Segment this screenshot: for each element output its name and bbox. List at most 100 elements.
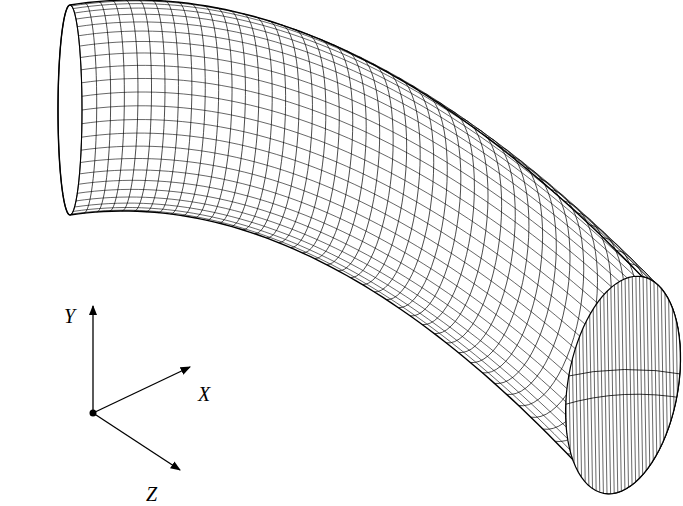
cap-curve (563, 394, 683, 405)
hatch-line (585, 260, 589, 506)
cross-section-ring (362, 70, 406, 285)
longitudinal-line (80, 41, 678, 326)
hatch-line (614, 260, 618, 506)
cross-section-ring (207, 8, 232, 220)
hatch-line (589, 260, 593, 506)
longitudinal-line (76, 14, 667, 296)
cross-section-ring (338, 57, 379, 271)
cross-section-ring (122, 0, 138, 211)
cross-section-ring (183, 4, 206, 216)
hatch-line (564, 260, 568, 506)
hatch-line (574, 260, 578, 506)
wireframe-tube (58, 0, 683, 506)
cross-section-ring (386, 85, 434, 300)
hatch-line (654, 260, 658, 506)
axis-origin (90, 410, 97, 417)
axis-label: X (198, 384, 210, 404)
hatch-line (661, 260, 665, 506)
hatch-line (571, 260, 575, 506)
cross-section-ring (410, 101, 461, 316)
hatch-line (582, 260, 586, 506)
cross-section-ring (446, 127, 501, 342)
cross-section-ring (231, 13, 259, 226)
hatch-line (650, 260, 654, 506)
cross-section-ring (171, 2, 192, 214)
hatch-line (682, 260, 683, 506)
cross-section-ring (350, 63, 393, 277)
cross-section-ring (84, 3, 97, 213)
cross-section-ring (243, 17, 273, 230)
longitudinal-line (73, 4, 655, 283)
longitudinal-line (77, 22, 671, 305)
axis-triad (90, 306, 191, 470)
hatch-line (675, 260, 679, 506)
tube-body (58, 0, 680, 494)
cross-section-ring (97, 1, 111, 212)
cross-section-ring (134, 0, 151, 211)
hatch-line (610, 260, 614, 506)
cross-section-ring (458, 137, 515, 353)
cross-section-ring (279, 29, 313, 243)
hatch-line (621, 260, 625, 506)
hatch-line (639, 260, 643, 506)
hatch-line (578, 260, 582, 506)
cross-section-ring (302, 39, 339, 253)
hatch-line (603, 260, 607, 506)
hatch-line (636, 260, 640, 506)
cross-section-ring (422, 109, 474, 324)
axis-label: Z (146, 484, 157, 504)
longitudinal-line (75, 203, 626, 489)
hatch-line (607, 260, 611, 506)
cross-section-ring (495, 168, 557, 384)
cross-section-ring (374, 77, 420, 292)
hatch-line (618, 260, 622, 506)
hatch-line (664, 260, 668, 506)
hatch-line (600, 260, 604, 506)
hatch-line (668, 260, 672, 506)
hatch-line (643, 260, 647, 506)
longitudinal-line (78, 31, 674, 315)
cross-section-ring (398, 93, 447, 308)
hatch-line (560, 260, 564, 506)
cross-section-ring (267, 25, 299, 238)
cross-section-ring (109, 1, 124, 212)
hatch-line (632, 260, 636, 506)
x-axis (93, 367, 190, 413)
z-axis (93, 413, 180, 470)
cross-section-ring (482, 157, 542, 373)
hatch-line (679, 260, 683, 506)
cross-section-ring (434, 118, 488, 333)
cap-curve (563, 369, 683, 377)
hatch-line (567, 260, 571, 506)
left-end-outline (58, 5, 82, 215)
hatch-line (646, 260, 650, 506)
longitudinal-line (77, 189, 641, 476)
hatch-line (592, 260, 596, 506)
cross-section-ring (219, 10, 246, 223)
cross-section-ring (255, 21, 286, 234)
cross-section-ring (470, 147, 529, 363)
cross-section-ring (158, 1, 178, 213)
hatch-line (657, 260, 661, 506)
longitudinal-line (72, 1, 649, 279)
cross-section-ring (507, 178, 570, 394)
hatch-line (625, 260, 629, 506)
axis-label: Y (64, 306, 75, 326)
longitudinal-line (81, 65, 680, 352)
cross-section-ring (146, 0, 165, 211)
cross-section-ring (326, 50, 366, 264)
y-axis (92, 306, 93, 413)
hatch-line (672, 260, 676, 506)
hatch-line (596, 260, 600, 506)
cross-section-ring (314, 45, 352, 259)
end-cap-hatching (560, 260, 683, 506)
cross-section-ring (195, 6, 219, 218)
cross-section-ring (70, 5, 82, 215)
longitudinal-line (78, 180, 647, 468)
longitudinal-line (76, 197, 634, 484)
hatch-line (628, 260, 632, 506)
longitudinal-line (73, 208, 618, 493)
cross-section-ring (291, 34, 326, 248)
